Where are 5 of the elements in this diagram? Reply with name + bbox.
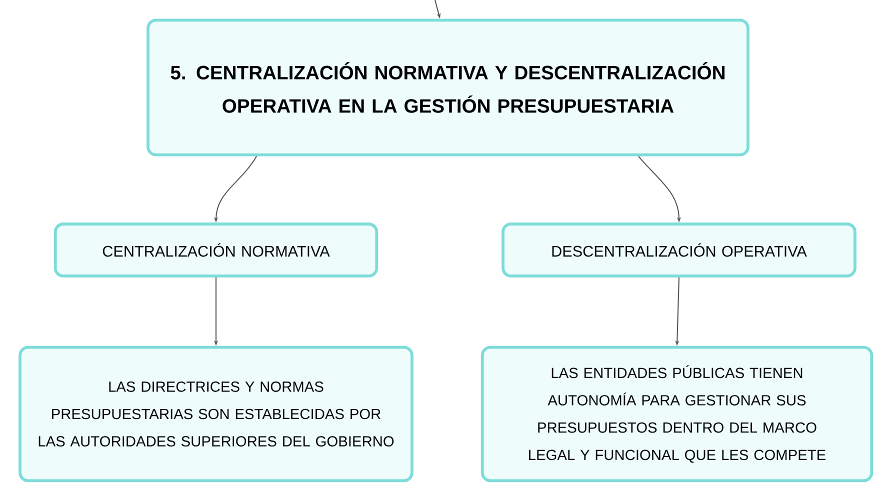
detail-box: LAS DIRECTRICES Y NORMAS PRESUPUESTARIAS SON ESTABLECIDAS POR LAS AUTORIDADES SUPERIORES DEL GOBIERNO	[18, 346, 414, 482]
topic-box: 5. CENTRALIZACIÓN NORMATIVA Y DESCENTRALIZACIÓN OPERATIVA EN LA GESTIÓN PRESUPUESTARIA	[146, 18, 750, 156]
detail-box: LAS ENTIDADES PÚBLICAS TIENEN AUTONOMÍA PARA GESTIONAR SUS PRESUPUESTOS DENTRO DEL MARCO LEGAL Y FUNCIONAL QUE LES COMPETE	[480, 346, 874, 482]
subtopic-box: DESCENTRALIZACIÓN OPERATIVA	[502, 222, 856, 278]
subtopic-box: CENTRALIZACIÓN NORMATIVA	[54, 222, 378, 278]
